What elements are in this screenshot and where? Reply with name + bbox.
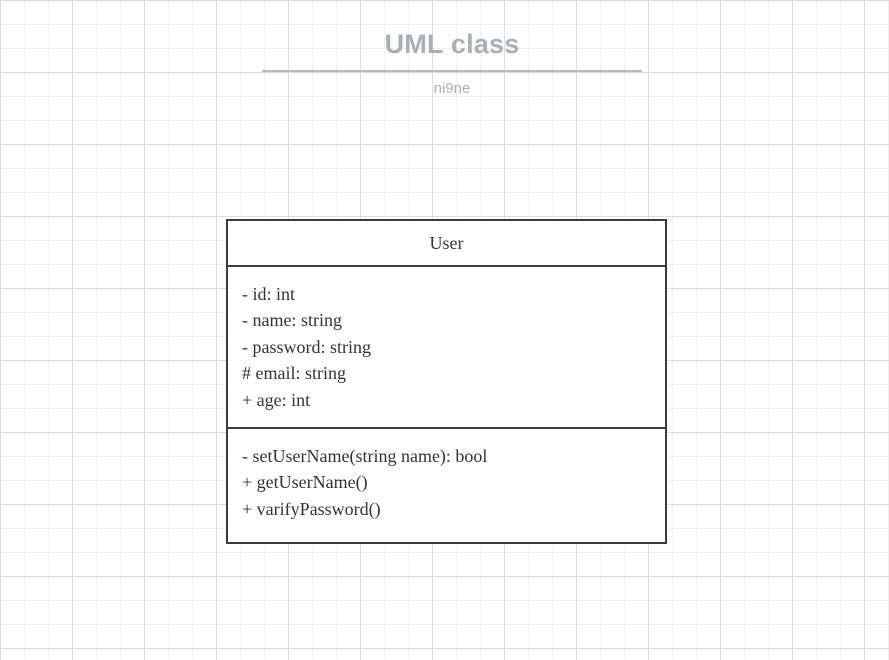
attribute-row: - id: int [242,284,295,304]
attribute-row: - password: string [242,336,371,357]
attribute-row: + age: int [242,389,311,410]
method-row: + getUserName() [242,472,368,493]
page-subtitle: ni9ne [433,80,471,97]
attribute-row: - name: string [242,310,342,331]
class-name-label: User [429,233,464,253]
method-row: + varifyPassword() [242,498,381,519]
page-title: UML class [384,29,520,59]
title-block: UML class ni9ne [262,26,642,98]
uml-class-box[interactable]: User - id: int - name: string - password… [226,219,667,545]
method-row: - setUserName(string name): bool [242,446,488,467]
class-attributes-compartment[interactable]: - id: int - name: string - password: str… [228,267,665,430]
class-methods-compartment[interactable]: - setUserName(string name): bool + getUs… [228,429,665,542]
attribute-row: # email: string [242,363,346,384]
title-divider [262,70,642,72]
class-name-compartment[interactable]: User [228,221,665,267]
